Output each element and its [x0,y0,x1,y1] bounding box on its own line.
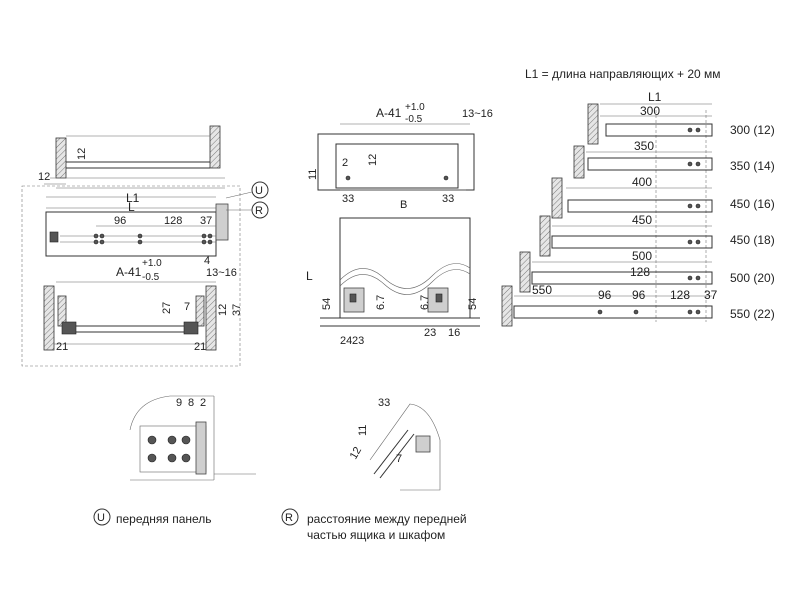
runner-6-label: 550 (22) [730,307,775,321]
left-dim-27: 27 [161,302,173,314]
runner-5-label: 500 (20) [730,271,775,285]
left-dim-4: 4 [204,255,210,267]
mid-dim-24: 24 [340,335,352,347]
runner-row-3: 400 450 (16) [551,175,775,219]
detail-gap: 33 11 12 7 [348,397,441,491]
caption-gap: R расстояние между передней частью ящика… [281,508,467,542]
caption-R-letter: R [285,512,293,524]
runner-row-5: 500 128 500 (20) [519,249,775,293]
runner-1-length: 300 [640,104,660,118]
left-hole-96: 96 [114,215,126,227]
runner-row-1: 300 300 (12) [587,103,775,145]
left-width-plus: +1.0 [142,258,162,269]
left-cabinet-side-hatch [43,285,55,351]
caption-U-text: передняя панель [116,512,212,526]
left-dim-12-vertical: 12 [76,148,88,160]
detail-holes: 9 8 2 [129,395,256,481]
runner-6-length: 550 [532,283,552,297]
detail-dim-9: 9 [176,397,182,409]
middle-view: A-41 +1.0 -0.5 13~16 11 2 12 33 B 33 L 5… [306,102,493,347]
detail-dim-12: 12 [348,445,365,462]
left-hole-37: 37 [200,215,212,227]
runner-1-label: 300 (12) [730,123,775,137]
left-width-label: A-41 [116,265,142,279]
caption-front-panel: U передняя панель [93,508,212,526]
left-gap-range: 13~16 [206,267,237,279]
mid-dim-54-left: 54 [321,298,333,310]
mid-gap-range: 13~16 [462,108,493,120]
runner-2-length: 350 [634,139,654,153]
marker-R-letter: R [255,205,263,217]
left-L1-label: L1 [126,191,140,205]
left-top-front-hatch [209,125,221,169]
runner-row-2: 350 350 (14) [573,139,775,179]
detail-dim-11: 11 [357,425,369,436]
runner-6-hole-128: 128 [670,288,690,302]
left-L-label: L [128,200,135,214]
caption-U-letter: U [97,512,105,524]
left-dim-21-left: 21 [56,341,68,353]
runner-6-hole-96a: 96 [598,288,612,302]
mid-dim-2: 2 [342,157,348,169]
right-cabinet-side-hatch [205,285,217,351]
left-dim-7: 7 [184,301,190,313]
mid-dim-67-left: 6.7 [375,295,387,310]
formula-text: L1 = длина направляющих + 20 мм [525,67,721,81]
runner-4-length: 450 [632,213,652,227]
mid-dim-23-left: 23 [352,335,364,347]
left-dim-37: 37 [231,304,243,316]
runner-6-hole-96b: 96 [632,288,646,302]
right-view: L1 300 300 (12) 350 350 (14) 400 [501,90,775,327]
runner-3-length: 400 [632,175,652,189]
mid-width-minus: -0.5 [405,114,423,125]
runner-row-6: 550 96 96 128 37 550 (22) [501,283,775,327]
marker-U: U [251,181,269,199]
mid-dim-12: 12 [367,154,379,166]
detail-dim-7: 7 [396,453,402,465]
detail-dim-8: 8 [188,397,194,409]
mid-dim-33-left: 33 [342,193,354,205]
caption-R-line1: расстояние между передней [307,512,467,526]
left-hole-128: 128 [164,215,182,227]
left-top-side-hatch [55,137,67,179]
runner-6-hole-37: 37 [704,288,718,302]
left-view: 12 12 L1 L 96 128 37 4 +1.0 A-41 -0.5 [21,125,243,367]
mid-width-plus: +1.0 [405,102,425,113]
right-L1-label: L1 [648,90,662,104]
mid-dim-33-right: 33 [442,193,454,205]
left-dim-12-bottom: 12 [217,304,229,316]
runner-row-4: 450 450 (18) [539,213,775,257]
runner-2-label: 350 (14) [730,159,775,173]
left-dim-12-horizontal: 12 [38,171,50,183]
caption-R-line2: частью ящика и шкафом [307,528,445,542]
runner-3-label: 450 (16) [730,197,775,211]
left-hole-group [93,233,213,245]
mid-dim-67-right: 6.7 [419,295,431,310]
mid-dim-54-right: 54 [467,298,479,310]
mid-width-label: A-41 [376,106,402,120]
marker-R: R [251,201,269,219]
mid-dim-16: 16 [448,327,460,339]
marker-U-letter: U [255,185,263,197]
runner-4-label: 450 (18) [730,233,775,247]
mid-dim-23-right: 23 [424,327,436,339]
mid-dim-L: L [306,269,313,283]
mid-dim-B: B [400,199,407,211]
detail-dim-33: 33 [378,397,390,409]
left-dim-21-right: 21 [194,341,206,353]
runner-5-length: 500 [632,249,652,263]
left-width-minus: -0.5 [142,272,160,283]
detail-dim-2: 2 [200,397,206,409]
mid-dim-11: 11 [307,169,319,180]
